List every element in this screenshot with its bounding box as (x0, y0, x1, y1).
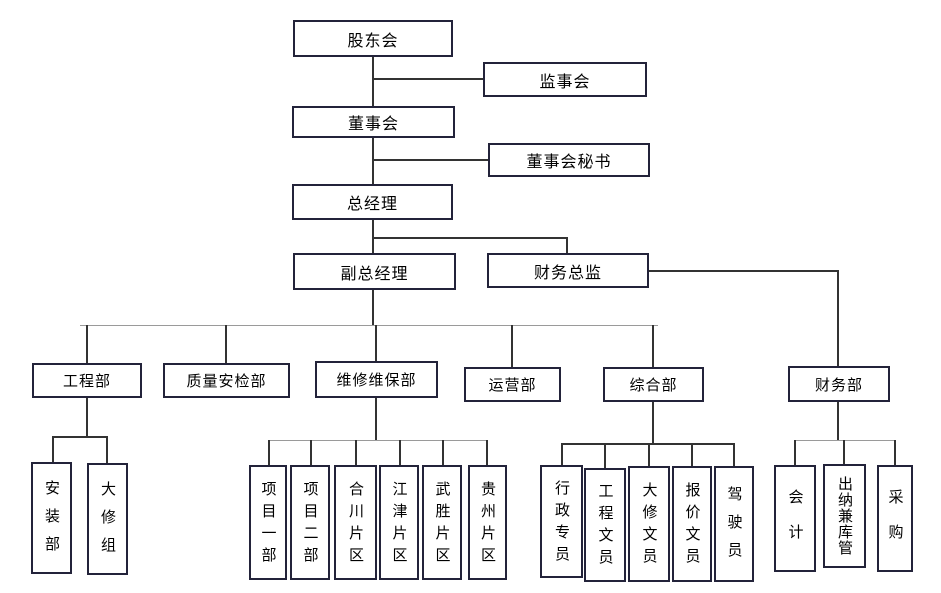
org-node-label: 大修文员 (640, 482, 657, 570)
connector-line (652, 325, 654, 367)
org-node-quality-safety-dept: 质量安检部 (163, 363, 290, 398)
org-node-cashier-warehouse-keeper: 出纳兼库管 (823, 464, 866, 568)
connector-line (372, 78, 483, 80)
connector-line (372, 138, 374, 184)
org-node-installation-dept: 安装部 (31, 462, 72, 574)
org-node-engineering-clerk: 工程文员 (584, 468, 626, 582)
org-node-label: 工程文员 (596, 483, 613, 571)
org-node-label: 维修维保部 (336, 373, 417, 389)
org-node-board-secretary: 董事会秘书 (488, 143, 650, 177)
org-node-finance-dept: 财务部 (788, 366, 890, 402)
connector-line (566, 237, 568, 253)
org-node-label: 股东会 (347, 32, 399, 50)
connector-line (794, 440, 796, 465)
connector-line (511, 325, 513, 367)
connector-line (691, 443, 693, 466)
connector-line (649, 270, 839, 272)
connector-line (837, 402, 839, 440)
org-node-label: 工程部 (62, 374, 111, 390)
org-node-label: 合川片区 (347, 480, 363, 569)
org-node-engineering-dept: 工程部 (32, 363, 142, 398)
org-node-hechuan-area: 合川片区 (334, 465, 377, 580)
org-node-label: 质量安检部 (186, 374, 267, 390)
org-node-label: 出纳兼库管 (836, 476, 852, 556)
connector-line (372, 237, 568, 239)
connector-line (442, 440, 444, 465)
org-node-overhaul-clerk: 大修文员 (628, 466, 670, 582)
connector-line (80, 325, 658, 326)
org-node-label: 董事会 (347, 116, 399, 133)
org-node-deputy-general-manager: 副总经理 (293, 253, 456, 290)
org-node-quotation-clerk: 报价文员 (672, 466, 712, 582)
org-node-accountant: 会计 (774, 465, 816, 572)
org-node-label: 项目二部 (301, 480, 318, 569)
connector-line (837, 270, 839, 366)
org-node-finance-director: 财务总监 (487, 253, 649, 288)
org-node-label: 报价文员 (683, 482, 700, 570)
org-node-board-of-directors: 董事会 (292, 106, 455, 138)
org-node-general-manager: 总经理 (292, 184, 453, 220)
connector-line (894, 440, 896, 465)
org-node-label: 采购 (886, 488, 903, 559)
connector-line (648, 443, 650, 466)
connector-line (486, 440, 488, 465)
org-node-label: 监事会 (539, 73, 591, 91)
org-node-project-dept-1: 项目一部 (249, 465, 287, 580)
connector-line (375, 398, 377, 440)
connector-line (86, 398, 88, 436)
org-node-label: 总经理 (346, 196, 398, 213)
org-node-overhaul-group: 大修组 (87, 463, 128, 575)
org-node-label: 大修组 (99, 480, 115, 565)
org-node-label: 财务总监 (533, 264, 602, 282)
connector-line (268, 440, 270, 465)
connector-line (604, 443, 606, 468)
org-node-maintenance-dept: 维修维保部 (315, 361, 438, 398)
connector-line (375, 325, 377, 361)
org-node-shareholders-meeting: 股东会 (293, 20, 453, 57)
connector-line (355, 440, 357, 465)
connector-line (843, 440, 845, 464)
org-node-label: 武胜片区 (433, 480, 450, 569)
connector-line (225, 325, 227, 363)
org-node-general-affairs-dept: 综合部 (603, 367, 704, 402)
org-node-guizhou-area: 贵州片区 (468, 465, 507, 580)
org-node-label: 运营部 (488, 378, 537, 394)
connector-line (86, 325, 88, 363)
connector-line (106, 436, 108, 463)
org-node-driver: 驾驶员 (714, 466, 754, 582)
connector-line (268, 440, 487, 441)
connector-line (372, 290, 374, 325)
org-node-procurement: 采购 (877, 465, 913, 572)
org-node-label: 行政专员 (553, 479, 569, 568)
connector-line (399, 440, 401, 465)
org-node-label: 财务部 (814, 377, 863, 394)
org-node-label: 驾驶员 (725, 485, 742, 570)
connector-line (652, 402, 654, 443)
org-node-jiangjin-area: 江津片区 (379, 465, 419, 580)
org-node-label: 综合部 (629, 378, 678, 394)
org-node-label: 董事会秘书 (526, 154, 612, 171)
connector-line (733, 443, 735, 466)
org-node-wusheng-area: 武胜片区 (422, 465, 462, 580)
org-node-label: 副总经理 (340, 265, 409, 283)
org-node-admin-specialist: 行政专员 (540, 465, 583, 578)
connector-line (372, 57, 374, 106)
connector-line (52, 436, 54, 462)
connector-line (52, 436, 108, 438)
connector-line (310, 440, 312, 465)
connector-line (372, 220, 374, 253)
org-node-project-dept-2: 项目二部 (290, 465, 330, 580)
org-node-operations-dept: 运营部 (464, 367, 561, 402)
org-node-label: 江津片区 (390, 480, 407, 569)
connector-line (372, 159, 488, 161)
org-node-label: 贵州片区 (479, 480, 495, 569)
org-node-supervisory-board: 监事会 (483, 62, 647, 97)
org-node-label: 项目一部 (259, 480, 276, 569)
org-node-label: 会计 (786, 488, 803, 559)
org-node-label: 安装部 (43, 479, 59, 564)
connector-line (561, 443, 563, 465)
